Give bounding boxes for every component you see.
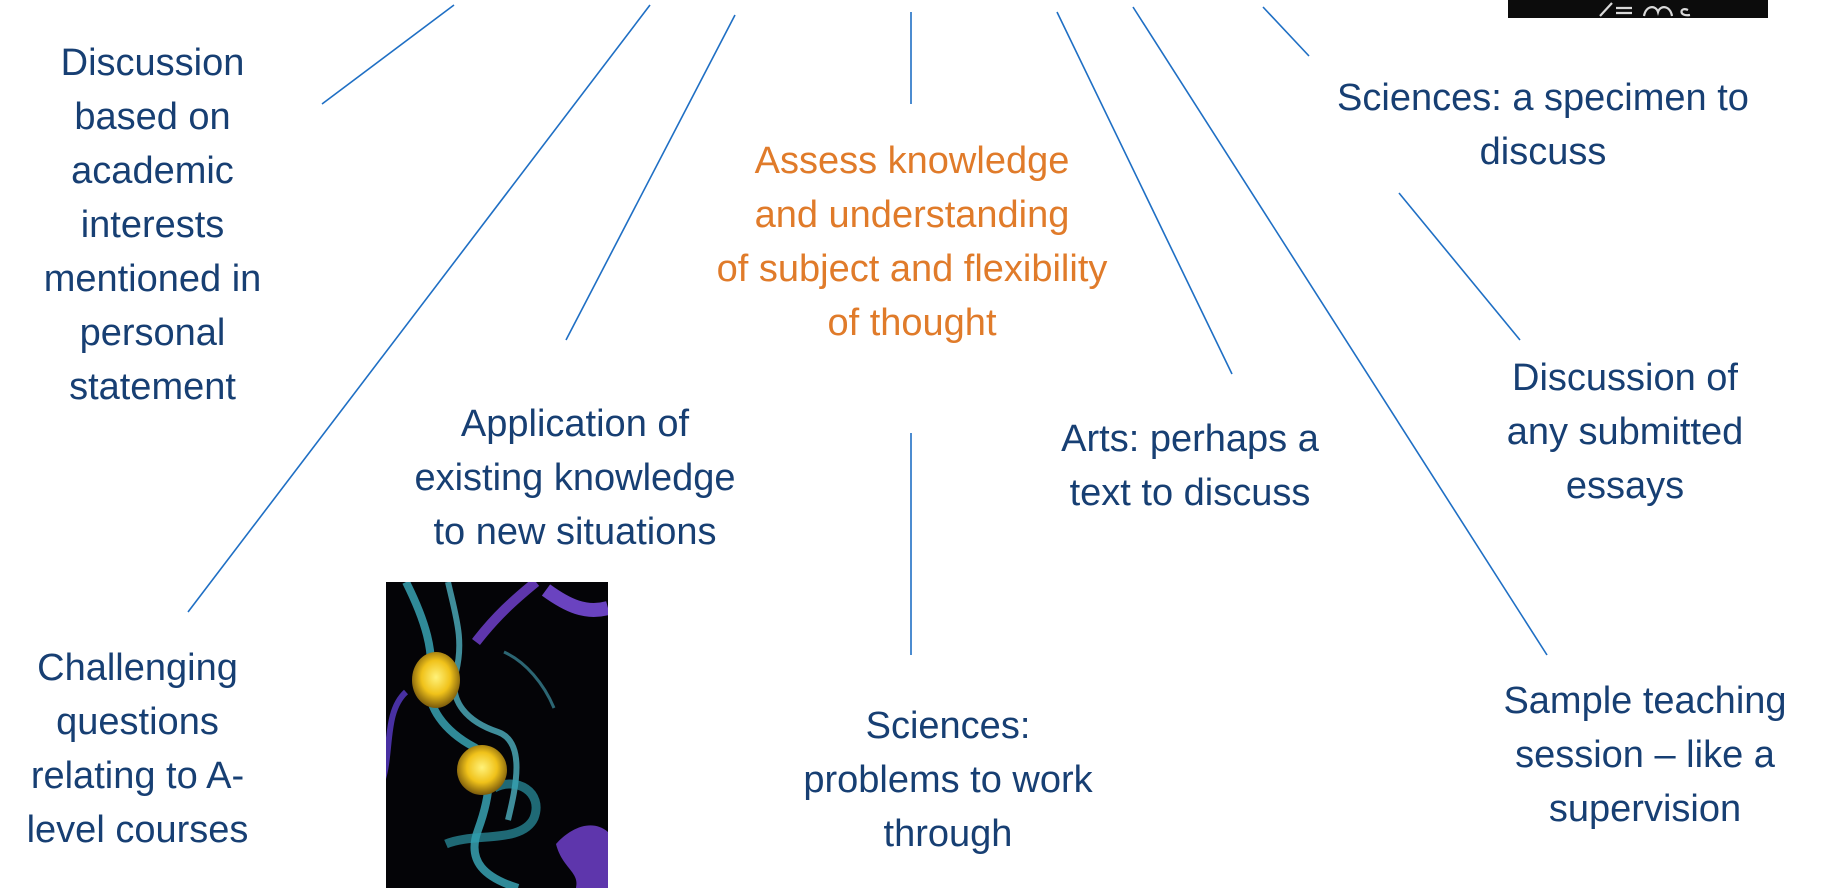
node-discussion-interests: Discussion based on academic interests m… — [43, 42, 262, 408]
formula-chalk-icon — [1599, 2, 1691, 17]
connector-application-knowledge — [565, 14, 736, 341]
node-sciences-problems: Sciences: problems to work through — [803, 705, 1093, 855]
connector-submitted-essays — [1398, 192, 1521, 341]
node-submitted-essays: Discussion of any submitted essays — [1506, 357, 1744, 507]
connector-challenging-questions — [187, 4, 651, 613]
connector-sciences-specimen — [1262, 6, 1310, 57]
node-arts-text: Arts: perhaps a text to discuss — [1061, 418, 1319, 514]
connector-arts-text — [1056, 11, 1233, 375]
node-sciences-specimen: Sciences: a specimen to discuss — [1337, 77, 1749, 173]
node-sample-teaching: Sample teaching session – like a supervi… — [1503, 680, 1787, 830]
formula-photo — [1508, 0, 1768, 18]
cells-photo — [386, 582, 608, 888]
connector-sample-teaching — [1132, 6, 1548, 656]
cells-micrograph-icon — [386, 582, 608, 888]
node-application-knowledge: Application of existing knowledge to new… — [414, 403, 736, 553]
connector-discussion-interests — [321, 4, 455, 105]
node-challenging-questions: Challenging questions relating to A- lev… — [26, 647, 249, 851]
center-topic: Assess knowledge and understanding of su… — [716, 140, 1108, 344]
